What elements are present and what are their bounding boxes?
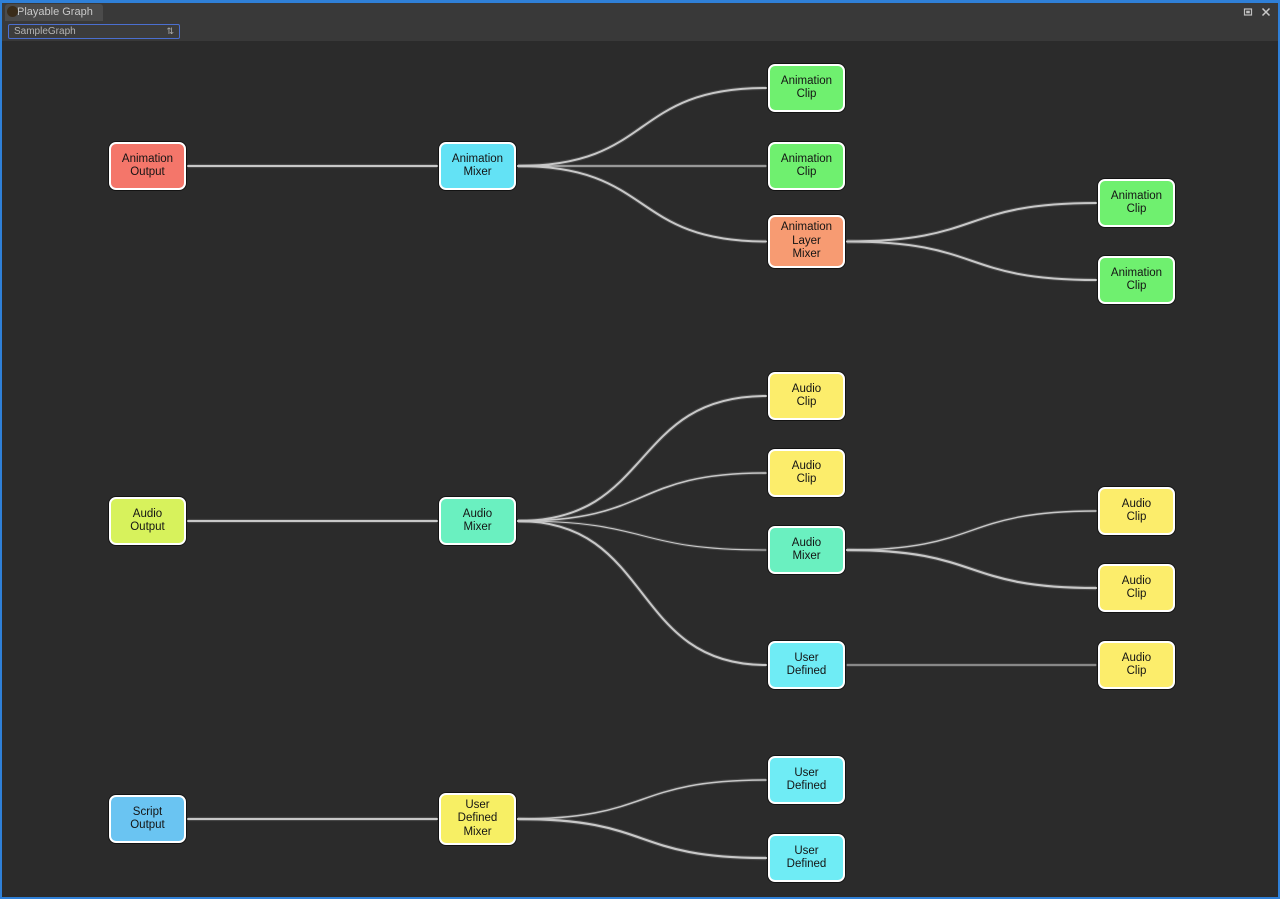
node-audio-mixer[interactable]: Audio Mixer bbox=[439, 497, 516, 545]
node-label: Audio Mixer bbox=[462, 507, 493, 534]
node-label: Animation Clip bbox=[780, 152, 833, 179]
node-animation-layer-mixer[interactable]: Animation Layer Mixer bbox=[768, 215, 845, 268]
node-audio-clip[interactable]: Audio Clip bbox=[1098, 641, 1175, 689]
node-label: Audio Output bbox=[130, 507, 165, 534]
edge-glow bbox=[517, 778, 767, 821]
tab-label: Playable Graph bbox=[17, 6, 93, 18]
edge-glow bbox=[846, 200, 1097, 244]
edge-layer bbox=[187, 85, 1098, 861]
edge bbox=[517, 472, 767, 522]
node-audio-clip[interactable]: Audio Clip bbox=[1098, 487, 1175, 535]
edge bbox=[846, 202, 1097, 243]
edge-glow bbox=[517, 163, 767, 244]
node-user-defined-mixer[interactable]: User Defined Mixer bbox=[439, 793, 516, 845]
node-script-output[interactable]: Script Output bbox=[109, 795, 186, 843]
node-audio-clip[interactable]: Audio Clip bbox=[768, 449, 845, 497]
node-label: Audio Clip bbox=[791, 459, 822, 486]
node-animation-clip[interactable]: Animation Clip bbox=[1098, 256, 1175, 304]
node-label: User Defined bbox=[786, 651, 827, 678]
node-label: Animation Mixer bbox=[451, 152, 504, 179]
tab-strip: Playable Graph bbox=[2, 3, 1278, 34]
node-label: Animation Output bbox=[121, 152, 174, 179]
edge bbox=[517, 395, 767, 522]
edge-glow bbox=[517, 85, 767, 169]
node-audio-clip[interactable]: Audio Clip bbox=[768, 372, 845, 420]
node-animation-clip[interactable]: Animation Clip bbox=[1098, 179, 1175, 227]
toolbar: SampleGraph ⇅ bbox=[2, 22, 1278, 41]
edge-glow bbox=[517, 518, 767, 668]
edge bbox=[517, 779, 767, 820]
node-label: User Defined Mixer bbox=[457, 798, 498, 838]
node-audio-clip[interactable]: Audio Clip bbox=[1098, 564, 1175, 612]
edge bbox=[517, 520, 767, 666]
node-user-defined[interactable]: User Defined bbox=[768, 834, 845, 882]
node-audio-mixer[interactable]: Audio Mixer bbox=[768, 526, 845, 574]
edge-glow bbox=[846, 547, 1097, 591]
edge-glow bbox=[517, 471, 767, 523]
node-label: Animation Layer Mixer bbox=[780, 221, 833, 261]
edge bbox=[517, 87, 767, 167]
window-buttons bbox=[1242, 6, 1272, 18]
edge-glow bbox=[846, 239, 1097, 283]
chevron-updown-icon: ⇅ bbox=[166, 26, 174, 36]
node-label: Animation Clip bbox=[780, 74, 833, 101]
edge bbox=[517, 165, 767, 243]
graph-select-dropdown[interactable]: SampleGraph ⇅ bbox=[8, 24, 180, 39]
node-animation-mixer[interactable]: Animation Mixer bbox=[439, 142, 516, 190]
window-chrome: Playable Graph bbox=[2, 3, 1278, 41]
unsaved-dot-icon bbox=[7, 6, 18, 17]
close-button[interactable] bbox=[1260, 6, 1272, 18]
node-label: Audio Mixer bbox=[791, 536, 822, 563]
graph-select-value: SampleGraph bbox=[14, 26, 76, 37]
edge-glow bbox=[517, 519, 767, 552]
node-label: Audio Clip bbox=[791, 382, 822, 409]
edge-glow bbox=[517, 816, 767, 861]
node-label: Audio Clip bbox=[1121, 574, 1152, 601]
node-user-defined[interactable]: User Defined bbox=[768, 756, 845, 804]
edge-glow bbox=[846, 509, 1097, 552]
node-animation-clip[interactable]: Animation Clip bbox=[768, 142, 845, 190]
edge bbox=[517, 520, 767, 551]
node-label: Animation Clip bbox=[1110, 266, 1163, 293]
edge bbox=[516, 817, 768, 860]
node-user-defined[interactable]: User Defined bbox=[768, 641, 845, 689]
maximize-button[interactable] bbox=[1242, 6, 1254, 18]
node-label: Audio Clip bbox=[1121, 651, 1152, 678]
node-audio-output[interactable]: Audio Output bbox=[109, 497, 186, 545]
edge bbox=[845, 548, 1098, 590]
node-label: User Defined bbox=[786, 844, 827, 871]
node-animation-clip[interactable]: Animation Clip bbox=[768, 64, 845, 112]
node-label: Animation Clip bbox=[1110, 189, 1163, 216]
node-label: Audio Clip bbox=[1121, 497, 1152, 524]
node-label: User Defined bbox=[786, 766, 827, 793]
node-label: Script Output bbox=[130, 805, 165, 832]
edge bbox=[846, 510, 1097, 551]
tab-playable-graph[interactable]: Playable Graph bbox=[5, 4, 103, 21]
edge bbox=[846, 240, 1097, 281]
node-animation-output[interactable]: Animation Output bbox=[109, 142, 186, 190]
edge-glow bbox=[517, 393, 767, 524]
